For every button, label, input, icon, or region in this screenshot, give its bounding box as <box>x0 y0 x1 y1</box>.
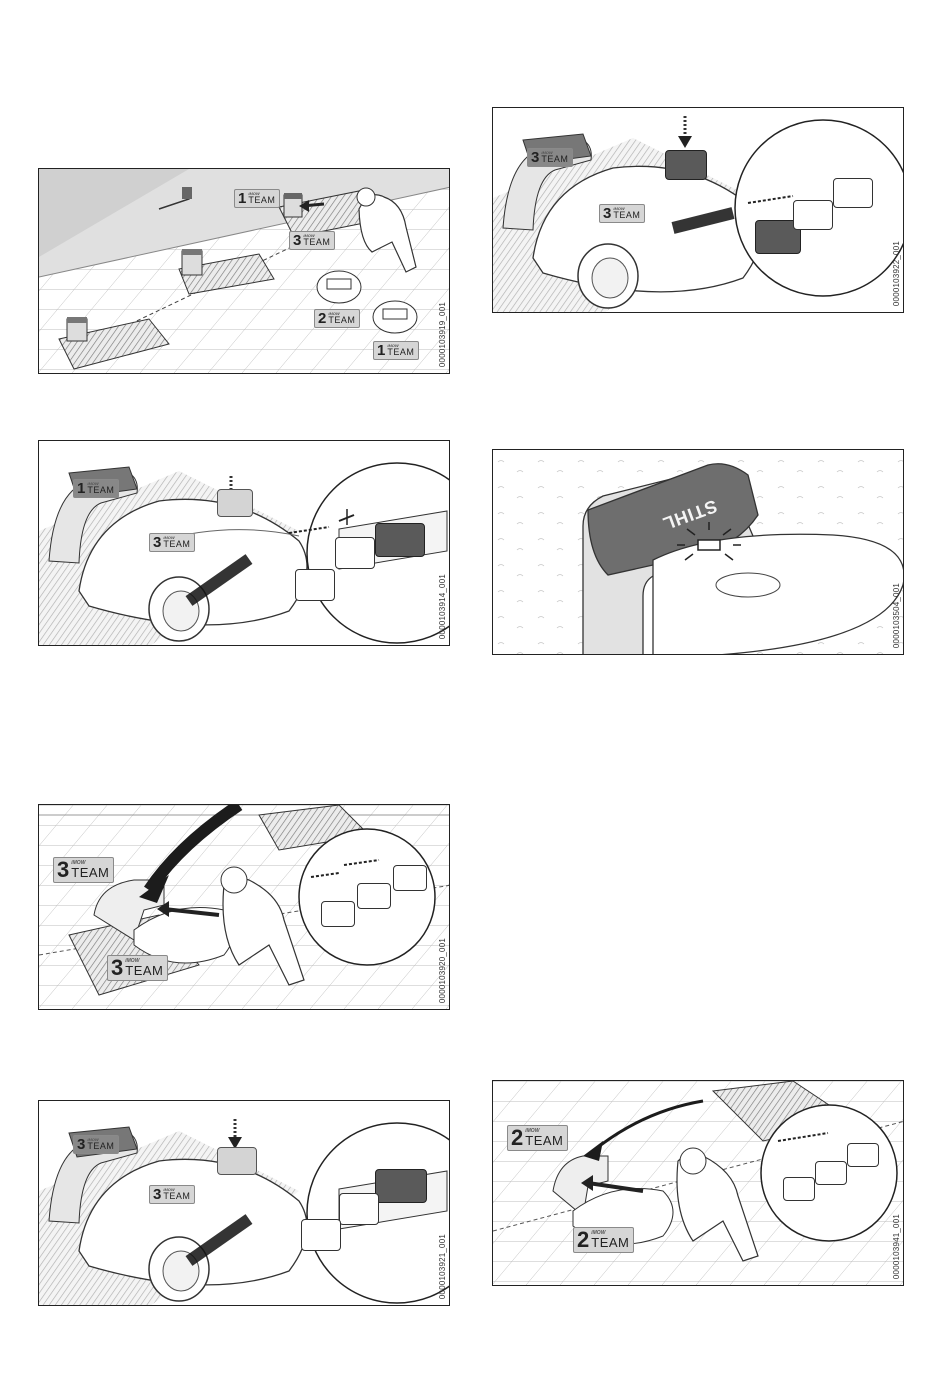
home-key-icon <box>217 489 253 517</box>
play-key-icon <box>335 537 375 569</box>
unlock-key-icon <box>321 901 355 927</box>
unlock-key-icon <box>783 1177 815 1201</box>
fig6-drawing <box>493 450 904 655</box>
fig4-drawing <box>39 1101 450 1306</box>
figure-reference-code: 0000103920_001 <box>438 938 447 1003</box>
play-key-icon <box>793 200 833 230</box>
home-key-icon <box>393 865 427 891</box>
home-key-icon <box>833 178 873 208</box>
unlock-key-icon <box>301 1219 341 1251</box>
figure-reference-code: 0000103922_001 <box>892 241 901 306</box>
play-key-icon <box>339 1193 379 1225</box>
play-key-icon <box>357 883 391 909</box>
home-key-active-icon <box>375 1169 427 1203</box>
figure-reference-code: 0000103914_001 <box>438 574 447 639</box>
figure-reference-code: 0000103919_001 <box>438 302 447 367</box>
figure-reference-code: 0000103504_001 <box>892 583 901 648</box>
home-key-icon <box>847 1143 879 1167</box>
unlock-key-icon <box>295 569 335 601</box>
figure-6: STIHL 0000103504_001 <box>492 449 904 655</box>
home-key-icon <box>217 1147 257 1175</box>
figure-reference-code: 0000103921_001 <box>438 1234 447 1299</box>
figure-reference-code: 0000103941_001 <box>892 1214 901 1279</box>
play-key-icon <box>815 1161 847 1185</box>
unlock-key-icon <box>665 150 707 180</box>
home-key-active-icon <box>375 523 425 557</box>
fig5-drawing <box>493 108 904 313</box>
